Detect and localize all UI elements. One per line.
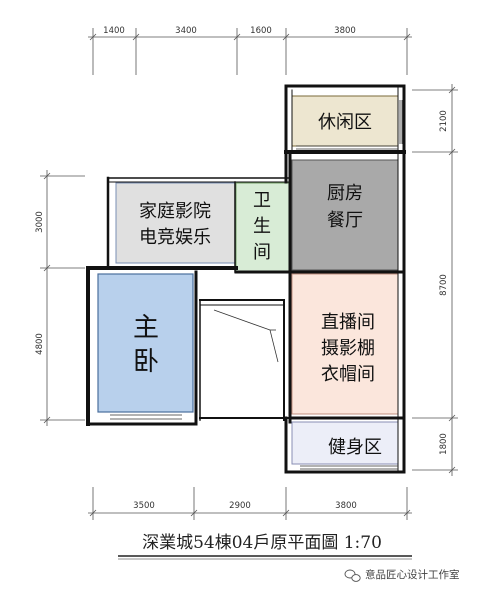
watermark-text: 意品匠心设计工作室 [365,568,460,581]
dim-top-2: 3400 [175,26,197,36]
label-gym: 健身区 [328,437,382,458]
plan-title: 深業城54棟04戶原平面圖 1:70 [142,533,382,553]
dim-bottom-2: 2900 [229,501,251,511]
dim-top-1: 1400 [103,26,125,36]
dim-bottom-3: 3800 [335,501,357,511]
room-studio [291,273,399,415]
left-dimension-line [40,170,85,426]
dim-top-4: 3800 [334,26,356,36]
wechat-icon [344,569,361,582]
dim-left-2: 4800 [35,333,45,355]
dim-top-3: 1600 [250,26,272,36]
room-bathroom [235,182,291,272]
room-kitchen [291,159,399,271]
top-dimension-line [88,28,412,75]
label-leisure: 休闲区 [318,112,372,133]
bottom-dimension-line [88,487,412,520]
dim-right-1: 2100 [439,110,449,132]
label-studio-line2: 摄影棚 [321,338,375,359]
room-home-theater [115,182,236,264]
label-home-theater-line2: 电竞娱乐 [139,227,211,248]
dim-left-1: 3000 [35,211,45,233]
room-gym [291,421,399,465]
label-master-bedroom-line1: 主 [133,313,159,343]
label-studio-line1: 直播间 [321,312,375,333]
room-master-bedroom [97,273,194,413]
label-bathroom-line3: 间 [253,242,271,263]
windows [110,100,403,470]
label-master-bedroom-line2: 卧 [133,347,159,377]
label-home-theater-line1: 家庭影院 [139,201,211,222]
corridor-lines [213,309,279,363]
label-kitchen-line1: 厨房 [327,183,363,204]
dim-right-2: 8700 [439,274,449,296]
right-dimension-line [412,84,458,476]
dim-bottom-1: 3500 [133,501,155,511]
room-leisure [291,95,399,147]
label-kitchen-line2: 餐厅 [327,210,363,231]
label-studio-line3: 衣帽间 [321,364,375,385]
walls [86,84,406,474]
dim-right-3: 1800 [439,433,449,455]
label-bathroom-line1: 卫 [253,190,271,211]
label-bathroom-line2: 生 [253,216,271,237]
